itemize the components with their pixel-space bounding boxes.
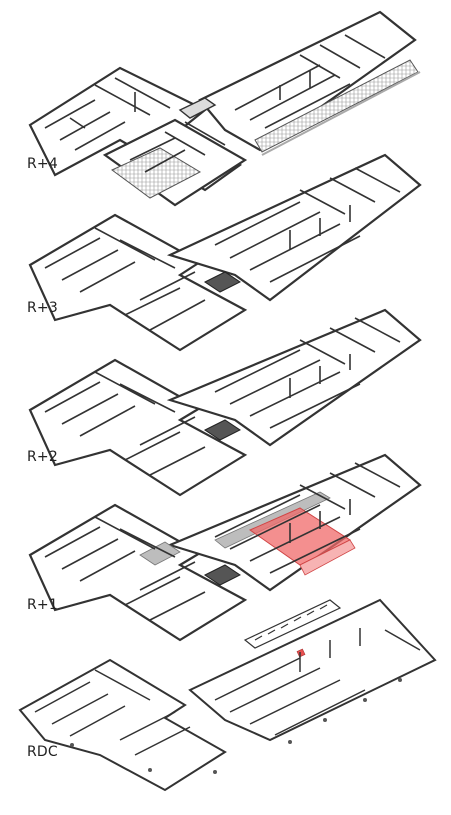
floor-r1 (28, 453, 422, 642)
r2-right-wing-slab (166, 308, 422, 447)
r1-stair (204, 564, 241, 586)
r1-interior-walls (44, 462, 401, 621)
r4-interior-walls (44, 34, 386, 173)
floor-label-r1: R+1 (27, 597, 58, 613)
r2-interior-walls (44, 317, 401, 476)
r4-right-wing-slab (198, 10, 417, 152)
r3-stair (204, 271, 241, 293)
r4-terrace-hatch (111, 147, 202, 199)
r3-left-wing-slab (28, 213, 248, 352)
floor-r3 (28, 153, 422, 352)
floor-label-r2: R+2 (27, 449, 58, 465)
r4-balcony-edge (261, 71, 421, 156)
r2-left-wing-slab (28, 358, 248, 497)
rdc-columns (70, 678, 402, 774)
r1-gray-zone-left (139, 541, 181, 566)
floor-r4 (28, 10, 421, 207)
floor-label-r4: R+4 (27, 156, 58, 172)
rdc-parking-bays (243, 599, 342, 649)
r2-stair (204, 419, 241, 441)
rdc-right-wing-slab (188, 598, 437, 742)
floor-label-rdc: RDC (27, 744, 58, 760)
floor-rdc (18, 598, 437, 792)
r1-left-wing-slab (28, 503, 248, 642)
r1-highlight-zone-soft (299, 539, 356, 576)
r3-interior-walls (44, 167, 401, 331)
rdc-left-wing-slab (18, 658, 227, 792)
floor-label-r3: R+3 (27, 300, 58, 316)
r4-connector (178, 97, 217, 119)
rdc-red-marker (296, 648, 306, 658)
r3-right-wing-slab (166, 153, 422, 302)
floor-r2 (28, 308, 422, 497)
rdc-interior-walls (34, 628, 421, 756)
